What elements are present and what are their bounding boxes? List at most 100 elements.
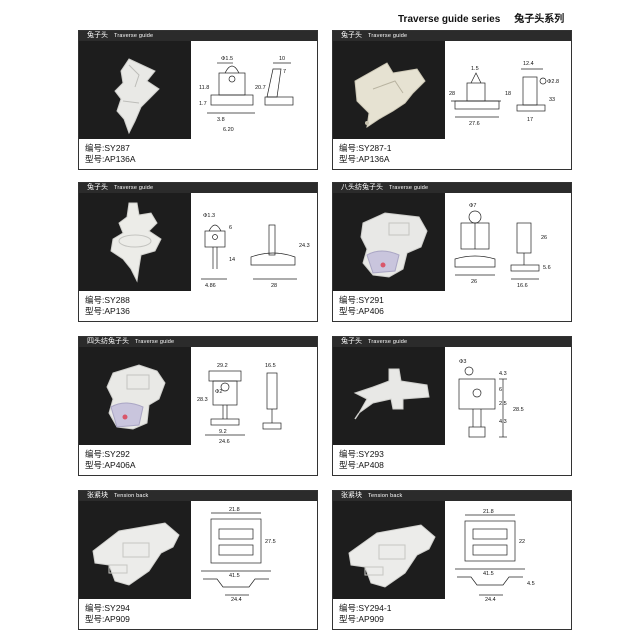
product-number: 编号:SY294-1 (339, 603, 392, 613)
product-model: 型号:AP136A (339, 154, 390, 164)
dim-label: 3.8 (217, 117, 225, 123)
dim-label: 7 (283, 69, 286, 75)
dim-label: 16.6 (517, 283, 528, 289)
card-header: 张紧块 Tension back (79, 491, 317, 501)
technical-drawing: Φ1.5 10 7 11.8 20.7 1.7 3.8 6.20 (193, 43, 317, 143)
product-codes: 编号:SY292 型号:AP406A (85, 449, 136, 471)
dim-label: 4.3 (499, 419, 507, 425)
dim-label: 24.4 (231, 597, 242, 603)
product-number: 编号:SY291 (339, 295, 384, 305)
product-codes: 编号:SY287 型号:AP136A (85, 143, 136, 165)
card-title-en: Tension back (368, 493, 403, 499)
product-codes: 编号:SY291 型号:AP406 (339, 295, 384, 317)
product-model: 型号:AP909 (339, 614, 384, 624)
dim-label: 33 (549, 97, 555, 103)
dim-label: 11.8 (199, 85, 209, 91)
product-number: 编号:SY292 (85, 449, 130, 459)
product-photo (333, 347, 445, 445)
technical-drawing: Φ1.3 6 14 24.3 4.86 28 (193, 195, 317, 295)
technical-drawing: Φ3 4.3 6 2.5 28.5 4.3 (447, 349, 571, 449)
dim-label: 28.5 (513, 407, 524, 413)
dim-label: 6 (499, 387, 502, 393)
dim-label: 29.2 (217, 363, 228, 369)
product-photo (79, 41, 191, 139)
dim-label: Φ3 (459, 359, 466, 365)
card-title-cn: 兔子头 (341, 338, 362, 345)
product-photo (79, 347, 191, 445)
card-title-cn: 兔子头 (87, 184, 108, 191)
dim-label: 16.5 (265, 363, 276, 369)
dim-label: Φ2.8 (547, 79, 559, 85)
technical-drawing: 21.8 27.5 41.5 24.4 (193, 503, 317, 603)
dim-label: Φ1.5 (221, 56, 233, 62)
dim-label: 27.6 (469, 121, 480, 127)
dim-label: 18 (505, 91, 511, 97)
technical-drawing: 1.5 12.4 Φ2.8 18 28 33 27.6 17 (447, 43, 571, 143)
product-photo (79, 193, 191, 291)
card-title-cn: 张紧块 (87, 492, 108, 499)
product-photo (333, 41, 445, 139)
product-model: 型号:AP136A (85, 154, 136, 164)
product-card-sy294[interactable]: 张紧块 Tension back 21.8 27.5 41.5 24.4 编号:S… (78, 490, 318, 630)
card-title-cn: 四头纺兔子头 (87, 338, 129, 345)
product-photo (79, 501, 191, 599)
product-number: 编号:SY294 (85, 603, 130, 613)
card-title-cn: 兔子头 (341, 32, 362, 39)
card-title-en: Traverse guide (114, 33, 154, 39)
technical-drawing: 29.2 Φ2 16.5 28.3 9.2 24.6 (193, 349, 317, 449)
dim-label: 21.8 (483, 509, 494, 515)
dim-label: 28 (271, 283, 277, 289)
dim-label: 5.6 (543, 265, 551, 271)
card-title-en: Tension back (114, 493, 149, 499)
dim-label: 22 (519, 539, 525, 545)
dim-label: 14 (229, 257, 235, 263)
product-number: 编号:SY293 (339, 449, 384, 459)
dim-label: 28.3 (197, 397, 208, 403)
dim-label: 26 (541, 235, 547, 241)
dim-label: Φ2 (215, 389, 222, 395)
dim-label: 9.2 (219, 429, 227, 435)
product-codes: 编号:SY294-1 型号:AP909 (339, 603, 391, 625)
technical-drawing: 21.8 22 41.5 4.5 24.4 (447, 503, 571, 603)
product-model: 型号:AP406 (339, 306, 384, 316)
product-model: 型号:AP406A (85, 460, 136, 470)
product-model: 型号:AP136 (85, 306, 130, 316)
product-codes: 编号:SY288 型号:AP136 (85, 295, 130, 317)
product-codes: 编号:SY287-1 型号:AP136A (339, 143, 391, 165)
product-model: 型号:AP909 (85, 614, 130, 624)
product-codes: 编号:SY294 型号:AP909 (85, 603, 130, 625)
dim-label: 6.20 (223, 127, 234, 133)
product-photo (333, 501, 445, 599)
card-title-cn: 兔子头 (87, 32, 108, 39)
dim-label: 2.5 (499, 401, 507, 407)
card-title-en: Traverse guide (368, 33, 408, 39)
dim-label: 4.5 (527, 581, 535, 587)
dim-label: 12.4 (523, 61, 534, 67)
dim-label: 4.86 (205, 283, 216, 289)
card-title-en: Traverse guide (135, 339, 175, 345)
dim-label: 28 (449, 91, 455, 97)
dim-label: Φ1.3 (203, 213, 215, 219)
dim-label: 6 (229, 225, 232, 231)
product-card-sy294-1[interactable]: 张紧块 Tension back 21.8 22 41.5 4.5 24.4 (332, 490, 572, 630)
product-number: 编号:SY287-1 (339, 143, 392, 153)
dim-label: 20.7 (255, 85, 266, 91)
product-codes: 编号:SY293 型号:AP408 (339, 449, 384, 471)
card-title-en: Traverse guide (389, 185, 429, 191)
product-number: 编号:SY287 (85, 143, 130, 153)
card-header: 兔子头 Traverse guide (79, 31, 317, 41)
dim-label: 1.7 (199, 101, 207, 107)
card-title-cn: 张紧块 (341, 492, 362, 499)
dim-label: 4.3 (499, 371, 507, 377)
dim-label: 24.6 (219, 439, 230, 445)
